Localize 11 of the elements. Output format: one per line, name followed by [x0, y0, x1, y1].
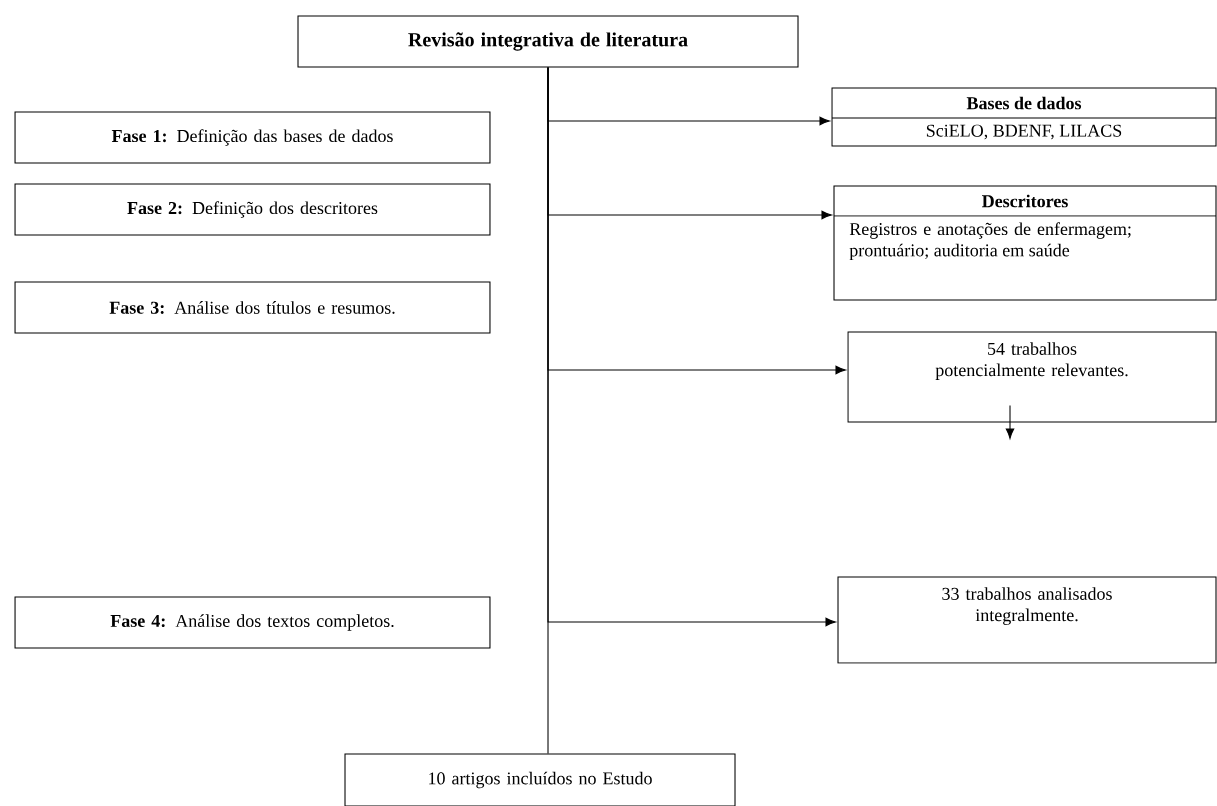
title-box: Revisão integrativa de literatura — [297, 15, 799, 68]
result-box: 54 trabalhos potencialmente relevantes. — [847, 331, 1217, 423]
phase-box: Fase 2: Definição dos descritores — [14, 183, 491, 236]
table-box: Bases de dados SciELO, BDENF, LILACS — [831, 87, 1217, 147]
phase-box: Fase 4: Análise dos textos completos. — [14, 596, 491, 649]
arrow — [1005, 405, 1015, 439]
result-box: 33 trabalhos analisados integralmente. — [837, 576, 1217, 664]
result-box: 10 artigos incluídos no Estudo — [344, 753, 736, 806]
phase-box: Fase 3: Análise dos títulos e resumos. — [14, 281, 491, 334]
phase-box: Fase 1: Definição das bases de dados — [14, 111, 491, 164]
table-box: Descritores Registros e anotações de enfermagem; prontuário; auditoria em saúde — [833, 185, 1217, 301]
